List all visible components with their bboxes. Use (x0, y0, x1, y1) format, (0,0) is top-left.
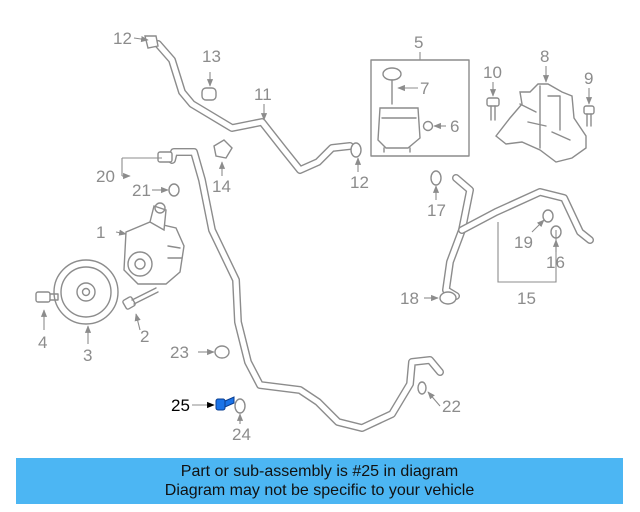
bolt-25-highlighted (215, 396, 235, 411)
label-part-20: 20 (96, 167, 115, 186)
return-line-main (168, 148, 444, 432)
label-part-2: 2 (140, 327, 149, 346)
pulley-bolt (35, 291, 59, 303)
label-part-22: 22 (442, 397, 461, 416)
label-part-16: 16 (546, 253, 565, 272)
label-part-13: 13 (202, 47, 221, 66)
info-banner: Part or sub-assembly is #25 in diagram D… (16, 458, 623, 504)
label-part-10: 10 (483, 63, 502, 82)
label-part-19: 19 (514, 233, 533, 252)
pump-bolt (122, 287, 159, 310)
clip-17 (430, 170, 442, 186)
grommet-18 (439, 291, 457, 305)
label-part-12-mid: 12 (350, 173, 369, 192)
clip-12-top (144, 35, 159, 49)
label-part-11: 11 (254, 85, 272, 104)
label-part-4: 4 (38, 333, 47, 352)
label-part-12-top: 12 (113, 29, 132, 48)
label-part-24: 24 (232, 425, 251, 444)
label-part-3: 3 (83, 346, 92, 365)
label-part-8: 8 (540, 47, 549, 66)
label-part-5: 5 (414, 33, 423, 52)
reservoir-assembly (370, 59, 470, 157)
clip-13 (201, 87, 217, 101)
parts-diagram: 12 13 11 5 7 6 8 10 9 20 21 14 12 17 1 1… (35, 29, 595, 444)
washer-21 (168, 183, 180, 197)
clip-12-mid (350, 142, 362, 158)
label-part-9: 9 (584, 69, 593, 88)
clip-14 (213, 139, 233, 159)
bolt-9 (583, 105, 595, 127)
washer-19 (542, 209, 554, 223)
return-hose-15 (442, 174, 594, 300)
clip-23 (214, 345, 230, 359)
pump-pulley (53, 259, 119, 325)
washer-22 (417, 381, 427, 395)
label-part-17: 17 (427, 201, 446, 220)
label-part-6: 6 (450, 117, 459, 136)
fitting-20 (157, 151, 173, 163)
pressure-hose-upper (154, 40, 354, 174)
label-part-18: 18 (400, 289, 419, 308)
power-steering-pump (123, 202, 185, 285)
label-part-14: 14 (212, 177, 231, 196)
label-part-21: 21 (132, 181, 151, 200)
mounting-bracket (495, 83, 587, 163)
banner-line-disclaimer: Diagram may not be specific to your vehi… (164, 482, 475, 499)
label-part-25-highlighted: 25 (171, 396, 190, 415)
leader-lines (40, 35, 593, 424)
clip-24 (234, 398, 246, 414)
label-part-23: 23 (170, 343, 189, 362)
label-part-1: 1 (96, 223, 105, 242)
label-part-7: 7 (420, 79, 429, 98)
banner-line-part-info: Part or sub-assembly is #25 in diagram (180, 463, 459, 480)
label-part-15: 15 (517, 289, 536, 308)
bolt-10 (486, 97, 500, 121)
